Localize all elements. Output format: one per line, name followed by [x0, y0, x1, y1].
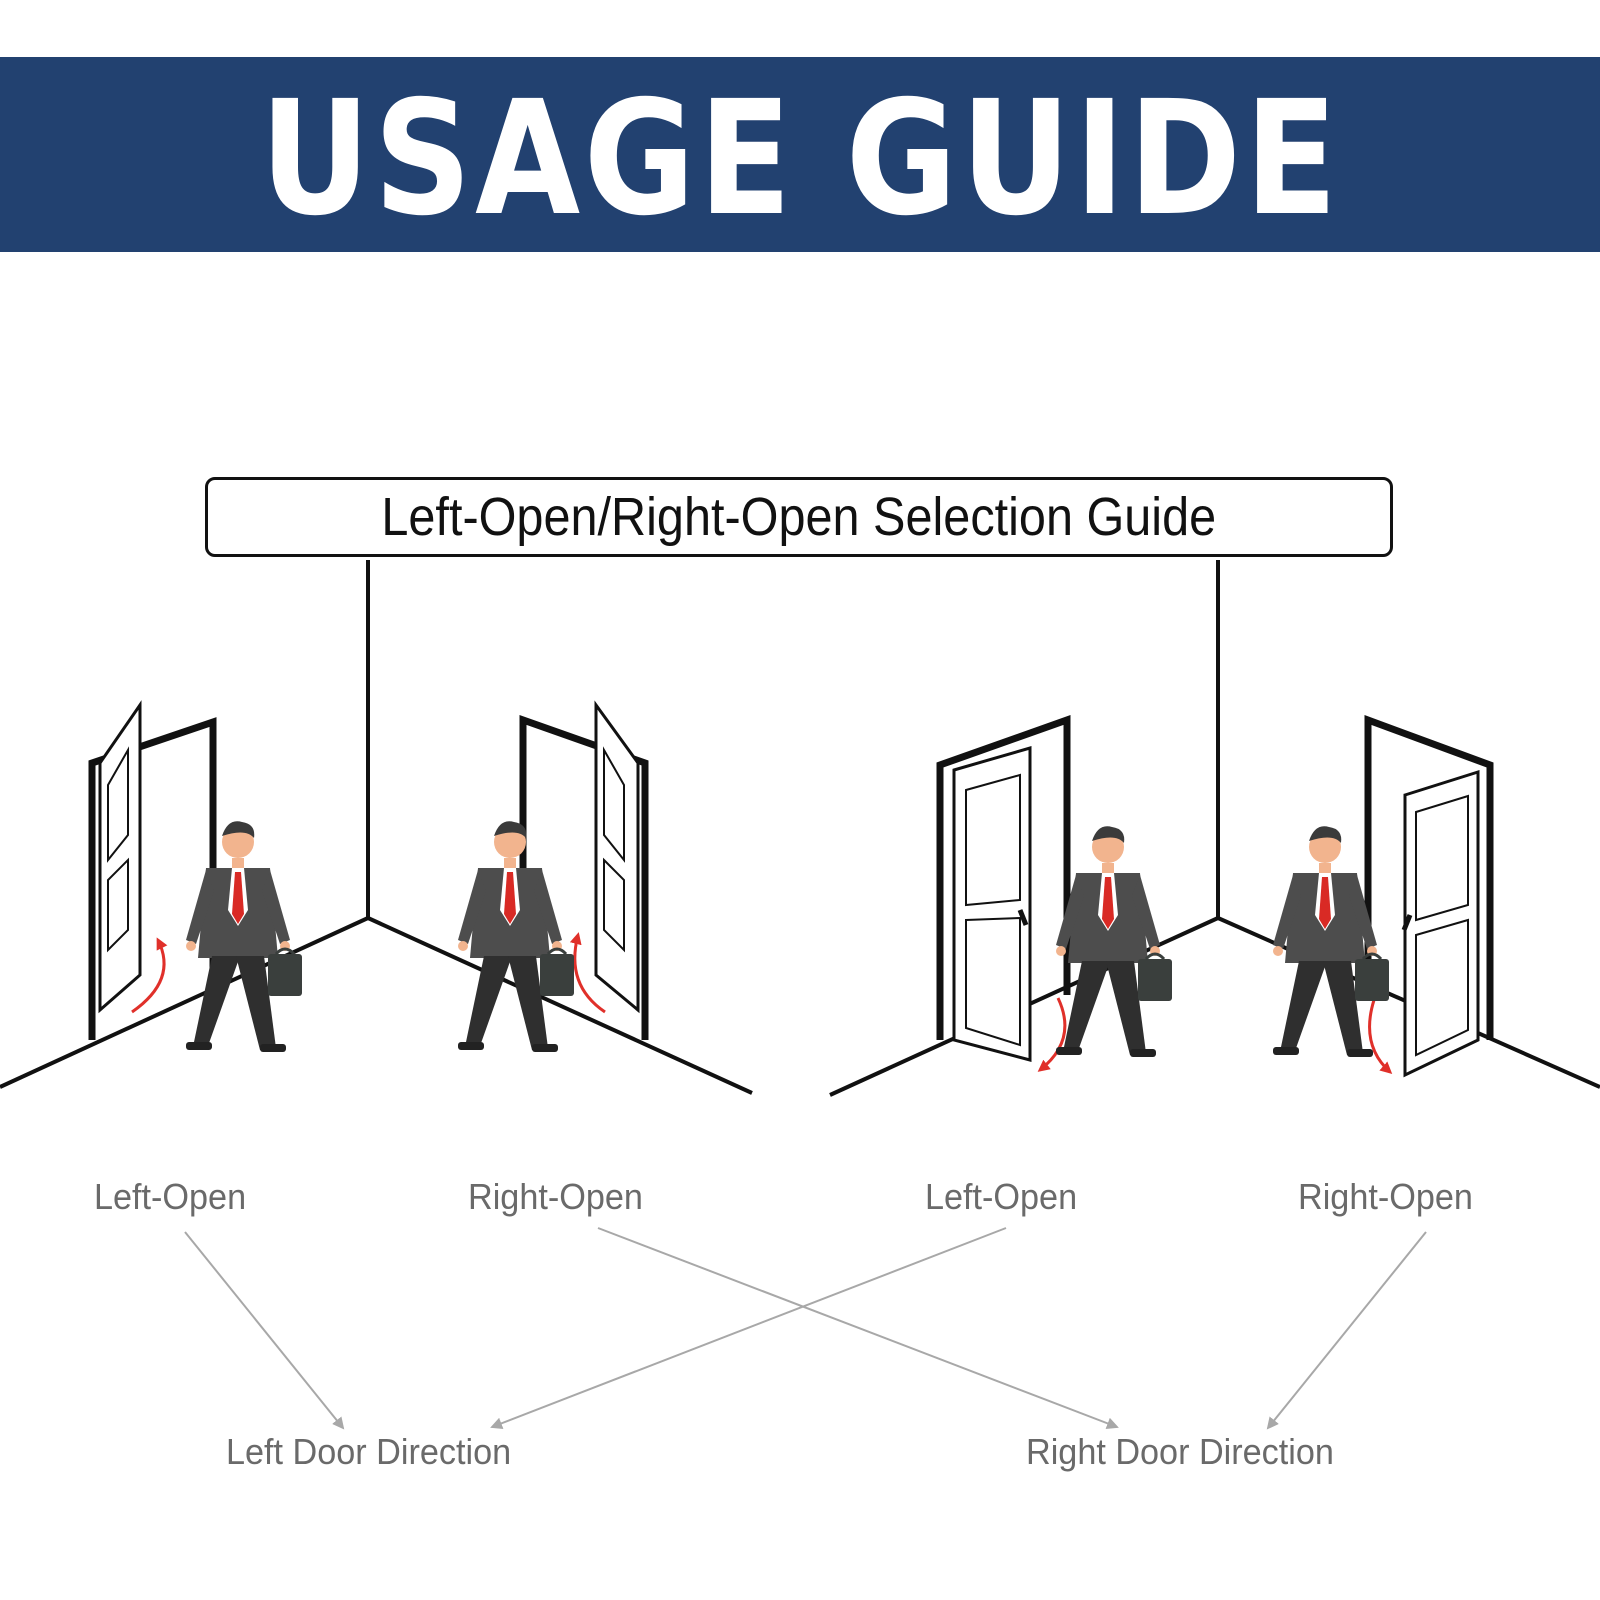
connector-arrow: [1266, 1231, 1427, 1430]
door-right-open-2: [1364, 714, 1494, 1078]
person-figure-2: [456, 819, 576, 1054]
person-figure-4: [1271, 824, 1391, 1059]
label-left-open-1: Left-Open: [94, 1176, 247, 1217]
label-left-door-direction: Left Door Direction: [226, 1431, 512, 1472]
selection-guide-title: Left-Open/Right-Open Selection Guide: [381, 487, 1217, 547]
label-left-open-2: Left-Open: [925, 1176, 1078, 1217]
label-right-open-2: Right-Open: [1298, 1176, 1473, 1217]
panel-right-room: [829, 560, 1600, 1097]
door-left-open-1: [88, 700, 217, 1040]
door-left-open-2: [936, 715, 1071, 1072]
selection-guide-box: Left-Open/Right-Open Selection Guide: [205, 477, 1393, 557]
banner-title: USAGE GUIDE: [259, 66, 1341, 251]
label-right-open-1: Right-Open: [468, 1176, 643, 1217]
door-right-open-1: [519, 700, 649, 1040]
panel-left-room: [0, 560, 753, 1095]
header-banner: USAGE GUIDE: [0, 57, 1600, 252]
connector-arrow: [490, 1227, 1007, 1429]
connector-arrow: [184, 1231, 345, 1430]
label-right-door-direction: Right Door Direction: [1026, 1431, 1334, 1472]
connector-lines: [184, 1227, 1427, 1430]
person-figure-1: [184, 819, 304, 1054]
connector-arrow: [597, 1227, 1119, 1430]
person-figure-3: [1054, 824, 1174, 1059]
